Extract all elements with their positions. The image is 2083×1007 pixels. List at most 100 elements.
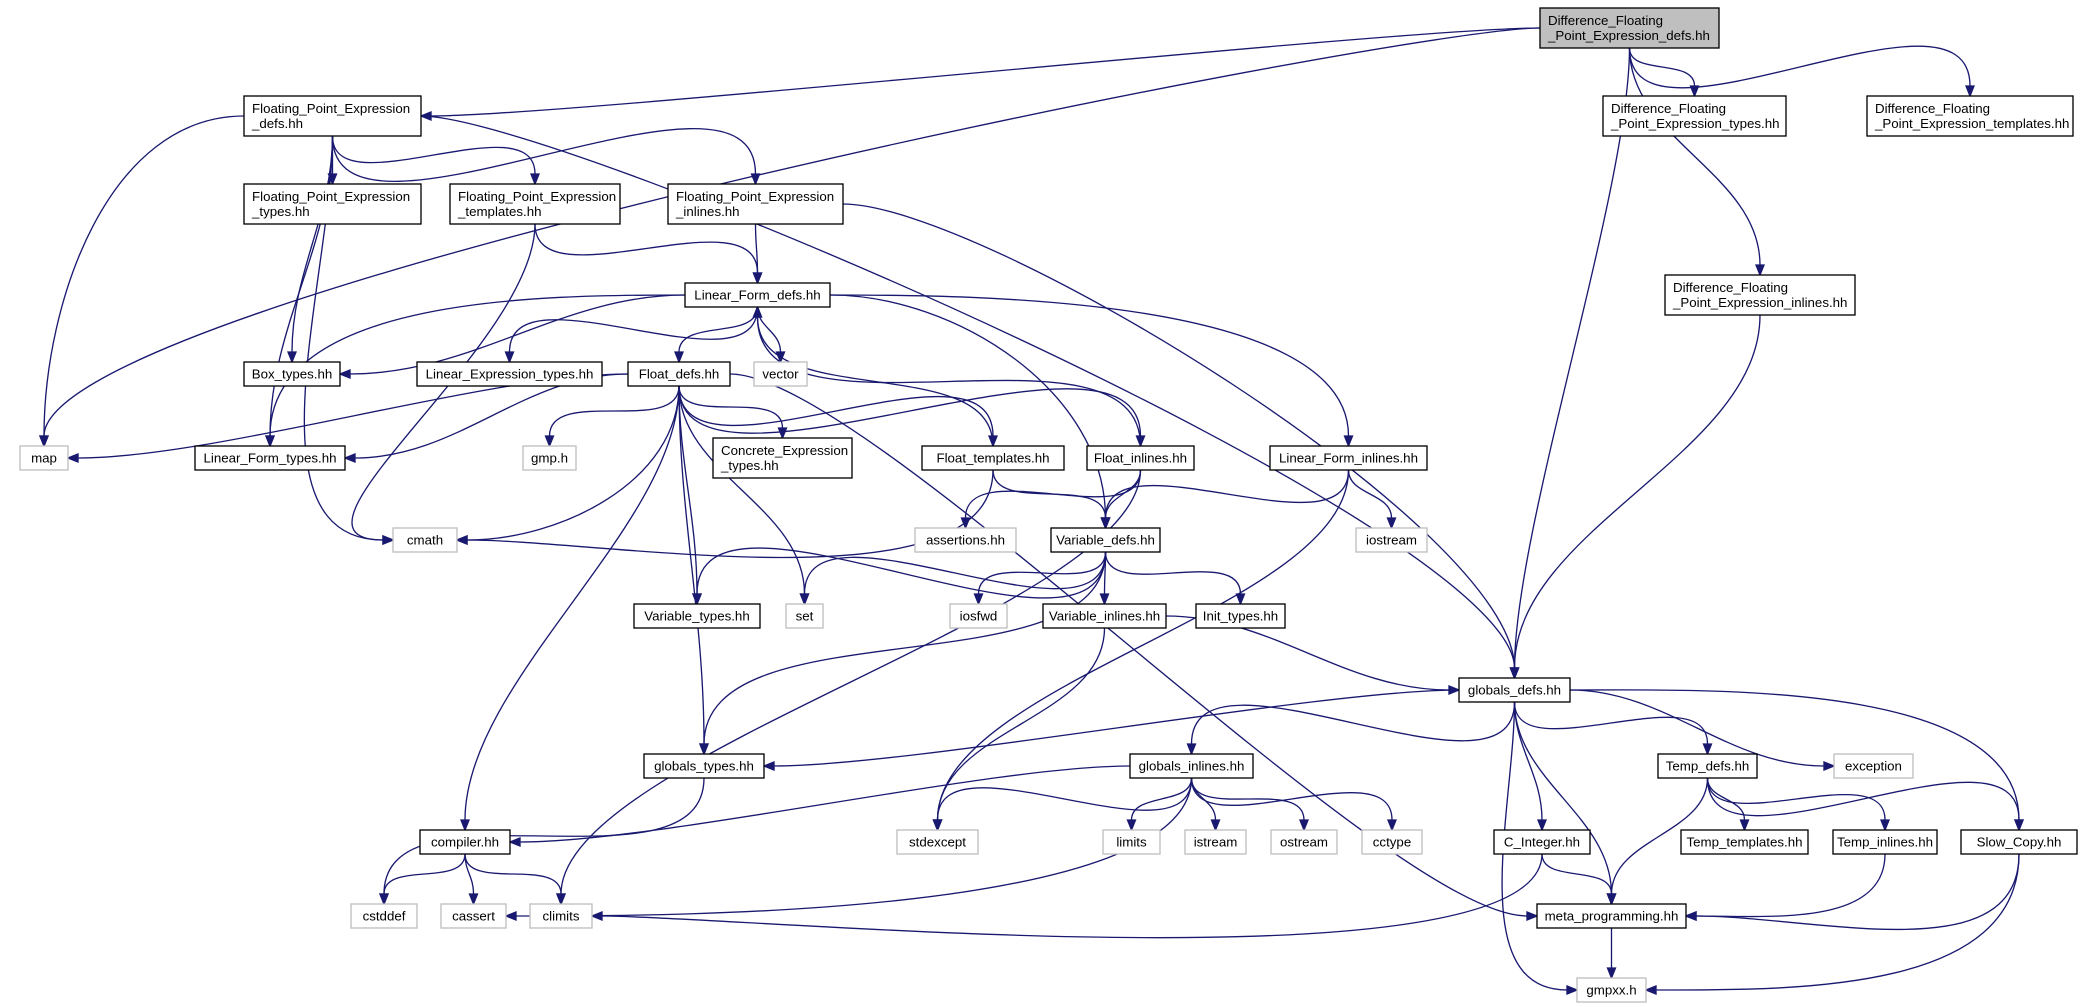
node-label: cctype: [1373, 835, 1411, 850]
node-variable-types[interactable]: Variable_types.hh: [633, 603, 761, 629]
edge-globals_inlines-to-stdexcept: [932, 777, 1193, 832]
arrowhead-icon: [504, 911, 517, 921]
arrowhead-icon: [1509, 667, 1520, 680]
node-temp-inlines[interactable]: Temp_inlines.hh: [1832, 829, 1938, 855]
node-label: Init_types.hh: [1203, 609, 1278, 624]
node-fpe-templates[interactable]: Floating_Point_Expression_templates.hh: [449, 183, 621, 225]
edge-linear_form_defs-to-variable_defs: [829, 294, 1111, 530]
edge-float_defs-to-globals_types: [678, 385, 709, 756]
edge-line: [703, 551, 1107, 745]
arrowhead-icon: [1526, 911, 1539, 921]
node-dfpe-inlines[interactable]: Difference_Floating_Point_Expression_inl…: [1664, 274, 1856, 316]
edge-globals_inlines-to-ostream: [1190, 777, 1309, 832]
arrowhead-icon: [382, 535, 395, 545]
node-globals-types[interactable]: globals_types.hh: [643, 753, 765, 779]
edge-globals_defs-to-c_integer: [1513, 701, 1547, 832]
edge-line: [1104, 551, 1242, 595]
edge-fpe_templates-to-cmath: [351, 223, 536, 545]
edge-float_defs-to-compiler: [460, 385, 680, 832]
edge-globals_defs-to-slow_copy: [1569, 689, 2024, 832]
arrowhead-icon: [960, 517, 971, 530]
node-limits: limits: [1102, 829, 1161, 855]
node-box: [921, 445, 1065, 471]
edge-line: [829, 294, 1107, 519]
node-iostream: iostream: [1355, 527, 1428, 553]
node-box: [633, 603, 761, 629]
node-gmp-h: gmp.h: [522, 445, 577, 471]
edge-line: [696, 547, 1107, 599]
edge-line: [678, 385, 705, 745]
edge-float_defs-to-gmp_h: [544, 385, 680, 448]
node-concrete-expression-types[interactable]: Concrete_Expression_types.hh: [712, 437, 853, 479]
node-globals-defs[interactable]: globals_defs.hh: [1458, 677, 1571, 703]
edge-float_defs-to-concrete_expression_types: [678, 385, 788, 440]
node-c-integer[interactable]: C_Integer.hh: [1493, 829, 1591, 855]
arrowhead-icon: [39, 435, 49, 448]
edge-temp_inlines-to-meta_programming: [1684, 853, 1886, 921]
node-fpe-defs[interactable]: Floating_Point_Expression_defs.hh: [243, 95, 422, 137]
arrowhead-icon: [460, 819, 470, 832]
edge-float_defs-to-float_inlines: [678, 385, 1146, 448]
node-box-types[interactable]: Box_types.hh: [243, 361, 341, 387]
node-float-defs[interactable]: Float_defs.hh: [627, 361, 731, 387]
node-exception: exception: [1833, 753, 1914, 779]
node-box: [440, 903, 507, 929]
node-cstddef: cstddef: [350, 903, 418, 929]
edge-line: [430, 27, 1541, 117]
node-float-inlines[interactable]: Float_inlines.hh: [1086, 445, 1195, 471]
edge-line: [1501, 701, 1568, 991]
arrowhead-icon: [932, 819, 943, 832]
edge-line: [383, 853, 466, 895]
node-label: Variable_defs.hh: [1056, 533, 1155, 548]
node-float-templates[interactable]: Float_templates.hh: [921, 445, 1065, 471]
arrowhead-icon: [338, 369, 351, 379]
node-fpe-inlines[interactable]: Floating_Point_Expression_inlines.hh: [667, 183, 844, 225]
arrowhead-icon: [973, 593, 984, 606]
node-fpe-types[interactable]: Floating_Point_Expression_types.hh: [243, 183, 422, 225]
edge-c_integer-to-meta_programming: [1541, 853, 1617, 906]
edge-line: [1347, 469, 1393, 519]
node-variable-defs[interactable]: Variable_defs.hh: [1050, 527, 1161, 553]
node-temp-defs[interactable]: Temp_defs.hh: [1657, 753, 1758, 779]
node-label: Floating_Point_Expression: [252, 189, 410, 204]
node-dfpe-types[interactable]: Difference_Floating_Point_Expression_typ…: [1602, 95, 1787, 137]
node-label: Variable_types.hh: [644, 609, 749, 624]
node-label: stdexcept: [909, 835, 966, 850]
node-box: [1866, 95, 2074, 137]
node-linear-form-inlines[interactable]: Linear_Form_inlines.hh: [1269, 445, 1428, 471]
node-globals-inlines[interactable]: globals_inlines.hh: [1129, 753, 1254, 779]
edge-line: [1130, 777, 1193, 821]
node-box: [1458, 677, 1571, 703]
node-root[interactable]: Difference_Floating_Point_Expression_def…: [1539, 7, 1720, 49]
edge-line: [1513, 701, 1613, 895]
node-label: istream: [1194, 835, 1238, 850]
node-box: [1539, 7, 1720, 49]
arrowhead-icon: [556, 893, 566, 906]
edge-line: [1513, 701, 1709, 745]
edge-globals_defs-to-meta_programming: [1513, 701, 1617, 906]
node-label: limits: [1116, 835, 1147, 850]
node-label: Difference_Floating: [1548, 13, 1663, 28]
node-init-types[interactable]: Init_types.hh: [1195, 603, 1286, 629]
node-meta-programming[interactable]: meta_programming.hh: [1536, 903, 1687, 929]
node-variable-inlines[interactable]: Variable_inlines.hh: [1042, 603, 1167, 629]
node-temp-templates[interactable]: Temp_templates.hh: [1680, 829, 1809, 855]
node-label: assertions.hh: [926, 533, 1005, 548]
edge-c_integer-to-climits: [590, 853, 1543, 939]
node-linear-expression-types[interactable]: Linear_Expression_types.hh: [416, 361, 603, 387]
node-dfpe-templates[interactable]: Difference_Floating_Point_Expression_tem…: [1866, 95, 2074, 137]
node-compiler[interactable]: compiler.hh: [419, 829, 511, 855]
arrowhead-icon: [1299, 819, 1309, 832]
arrowhead-icon: [777, 427, 788, 440]
edge-line: [466, 385, 680, 541]
node-linear-form-defs[interactable]: Linear_Form_defs.hh: [684, 282, 831, 308]
edge-globals_inlines-to-compiler: [508, 765, 1131, 847]
node-box: [1576, 977, 1647, 1003]
arrowhead-icon: [799, 593, 810, 606]
node-linear-form-types[interactable]: Linear_Form_types.hh: [194, 445, 346, 471]
node-box: [627, 361, 731, 387]
node-cassert: cassert: [440, 903, 507, 929]
node-box: [1361, 829, 1423, 855]
node-slow-copy[interactable]: Slow_Copy.hh: [1960, 829, 2078, 855]
edge-float_templates-to-variable_defs: [992, 469, 1111, 530]
